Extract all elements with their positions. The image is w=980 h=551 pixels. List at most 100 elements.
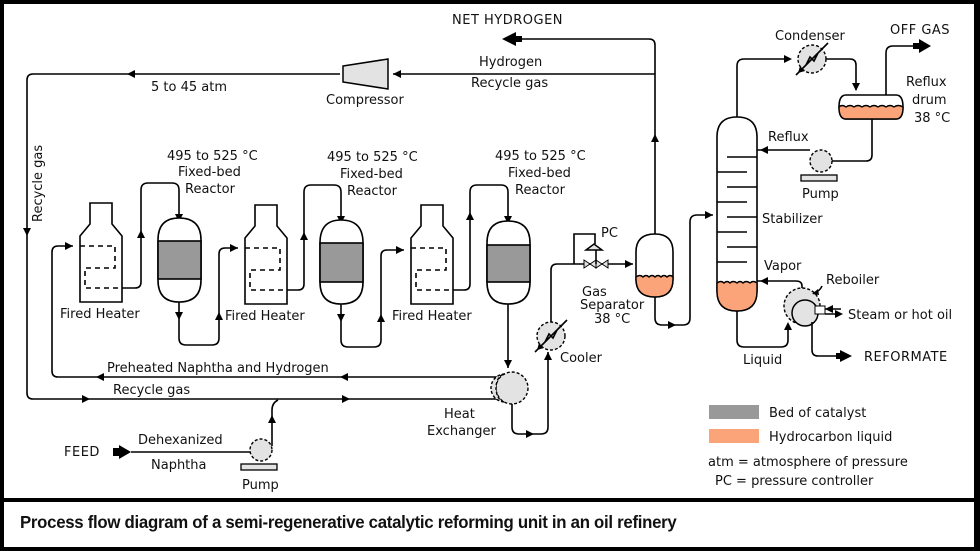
cooler-to-separator — [550, 263, 633, 322]
reformate-label: REFORMATE — [864, 350, 948, 365]
compressor-label: Compressor — [326, 93, 405, 108]
reactor-name-2: Reactor — [347, 184, 398, 199]
reactor-2 — [319, 219, 364, 305]
vapor-line — [757, 280, 803, 288]
pc-label: PC — [601, 226, 618, 241]
reactor-type-2: Fixed-bed — [340, 167, 403, 182]
fired-heater-label-1: Fired Heater — [60, 307, 140, 322]
reactor-3 — [486, 220, 531, 305]
recycle-gas-label-vertical: Recycle gas — [31, 145, 46, 222]
legend-label-catalyst: Bed of catalyst — [769, 406, 866, 421]
drum-liquid — [838, 104, 904, 120]
reflux-drum — [838, 94, 904, 120]
cooler — [534, 319, 568, 353]
legend-label-liquid: Hydrocarbon liquid — [769, 430, 892, 445]
reflux-drum-label-1: Reflux — [906, 75, 947, 90]
legend-note-atm: atm = atmosphere of pressure — [708, 455, 908, 470]
reactor-type-3: Fixed-bed — [508, 166, 571, 181]
legend-swatch-liquid — [709, 429, 759, 443]
reactor2-to-heater3 — [340, 249, 404, 348]
reflux-pump — [800, 149, 838, 182]
pressure-label: 5 to 45 atm — [151, 80, 227, 95]
condenser-to-drum — [826, 58, 857, 90]
arrow — [82, 395, 90, 403]
reactor1-to-heater2 — [178, 247, 238, 346]
net-hydrogen-label: NET HYDROGEN — [452, 13, 563, 28]
heat-exchanger — [490, 371, 529, 405]
catalyst-bed-3 — [486, 244, 531, 283]
gas-separator-label-2: Separator — [580, 298, 645, 313]
catalyst-bed-2 — [319, 242, 364, 283]
vapor-label: Vapor — [764, 259, 802, 274]
gas-separator-label-1: Gas — [582, 285, 607, 300]
drum-to-pump — [823, 119, 873, 162]
heat-exchanger-label-2: Exchanger — [427, 424, 497, 439]
recycle-gas-top-line — [23, 70, 655, 403]
naphtha-label: Naphtha — [151, 458, 207, 473]
arrow — [127, 70, 135, 78]
caption-box: Process flow diagram of a semi-regenerat… — [4, 502, 974, 547]
reactor-name-1: Reactor — [185, 182, 236, 197]
reflux-label: Reflux — [768, 130, 809, 145]
feed-arrow — [119, 445, 131, 459]
heater3-to-reactor3 — [456, 184, 509, 291]
gas-separator-label-3: 38 °C — [594, 312, 630, 327]
off-gas-arrow — [919, 39, 931, 53]
net-hydrogen-line — [502, 32, 659, 238]
condenser — [795, 42, 829, 76]
pressure-control-valve — [573, 233, 609, 269]
dehexanized-label: Dehexanized — [138, 433, 223, 448]
reactor-temp-1: 495 to 525 °C — [167, 149, 258, 164]
reflux-pump-label: Pump — [802, 187, 839, 202]
cooler-label: Cooler — [560, 351, 603, 366]
off-gas-label: OFF GAS — [890, 23, 950, 38]
recycle-gas-label-bottom: Recycle gas — [113, 383, 190, 398]
legend-swatch-catalyst — [709, 405, 759, 419]
reactor-type-1: Fixed-bed — [178, 165, 241, 180]
feed-pump-label: Pump — [242, 478, 279, 493]
recycle-gas-label-top: Recycle gas — [471, 76, 548, 91]
reactor-name-3: Reactor — [515, 183, 566, 198]
arrow — [342, 395, 350, 403]
process-flow-diagram: Compressor 5 to 45 atm NET HYDROGEN Hydr… — [23, 13, 952, 493]
diagram-canvas: Compressor 5 to 45 atm NET HYDROGEN Hydr… — [4, 4, 974, 498]
reflux-drum-label-3: 38 °C — [914, 111, 950, 126]
stabilizer-to-condenser — [736, 58, 787, 117]
fired-heater-label-3: Fired Heater — [392, 309, 472, 324]
liquid-line — [736, 311, 789, 348]
reboiler — [783, 287, 826, 327]
heater1-to-reactor1 — [125, 182, 180, 289]
reactor-1 — [157, 217, 202, 303]
reactor-temp-3: 495 to 525 °C — [495, 149, 586, 164]
fired-heater-label-2: Fired Heater — [225, 309, 305, 324]
stabilizer-column — [716, 116, 758, 312]
fired-heater-3 — [410, 204, 456, 305]
stabilizer-label: Stabilizer — [762, 212, 823, 227]
reboiler-label: Reboiler — [826, 273, 880, 288]
separator-to-stabilizer — [654, 214, 713, 326]
preheated-feed-line — [51, 242, 497, 381]
steam-label: Steam or hot oil — [848, 308, 952, 323]
arrow — [393, 70, 401, 78]
legend: Bed of catalyst Hydrocarbon liquid atm =… — [708, 405, 908, 489]
condenser-label: Condenser — [775, 29, 846, 44]
net-hydrogen-arrow — [502, 32, 516, 46]
fired-heater-1 — [79, 202, 125, 303]
legend-note-pc: PC = pressure controller — [715, 474, 874, 489]
separator-liquid — [635, 274, 674, 298]
compressor — [342, 58, 389, 90]
arrow — [23, 228, 31, 236]
liquid-label: Liquid — [743, 353, 782, 368]
reactor-temp-2: 495 to 525 °C — [327, 150, 418, 165]
preheated-label: Preheated Naphtha and Hydrogen — [107, 361, 329, 376]
feed-label: FEED — [64, 445, 100, 460]
hydrogen-label: Hydrogen — [479, 55, 542, 70]
off-gas-line — [885, 45, 917, 95]
reflux-drum-label-2: drum — [912, 93, 947, 108]
stabilizer-liquid — [716, 280, 758, 312]
pump-to-recycle — [271, 399, 279, 446]
feed-pump — [240, 438, 278, 471]
gas-separator — [635, 233, 674, 298]
heater2-to-reactor2 — [290, 184, 342, 291]
